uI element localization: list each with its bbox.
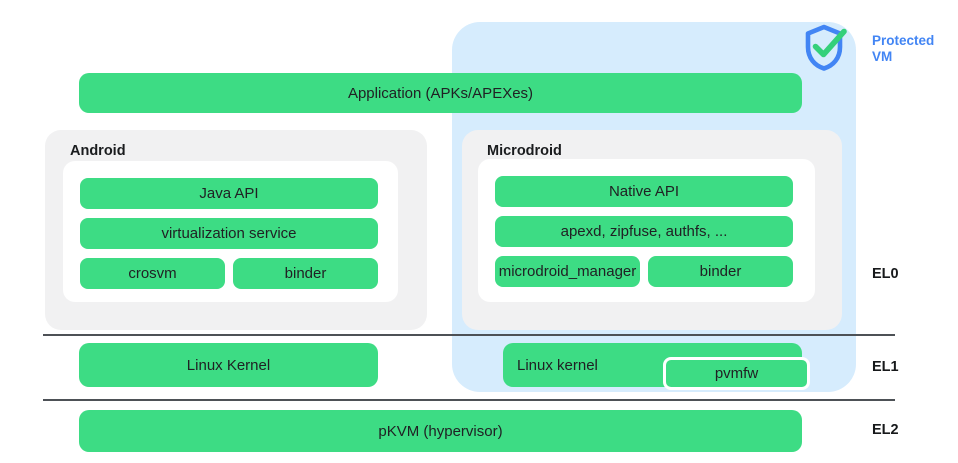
apexd-zipfuse-authfs-label: apexd, zipfuse, authfs, ...	[560, 223, 728, 240]
pvmfw-bar: pvmfw	[663, 357, 810, 390]
microdroid-binder-bar: binder	[648, 256, 793, 287]
java-api-label: Java API	[199, 185, 259, 202]
microdroid-group-title: Microdroid	[487, 143, 562, 159]
pkvm-hypervisor-label: pKVM (hypervisor)	[378, 422, 503, 440]
crosvm-bar: crosvm	[80, 258, 225, 289]
microdroid-group-box: Microdroid Native API apexd, zipfuse, au…	[462, 130, 842, 330]
android-group-box: Android Java API virtualization service …	[45, 130, 427, 330]
crosvm-label: crosvm	[128, 265, 177, 282]
android-linux-kernel-bar: Linux Kernel	[79, 343, 378, 387]
el0-el1-divider-line	[43, 334, 895, 336]
android-binder-bar: binder	[233, 258, 378, 289]
virtualization-service-label: virtualization service	[161, 225, 297, 242]
el1-label: EL1	[872, 359, 899, 375]
microdroid-linux-kernel-label: Linux kernel	[517, 356, 598, 374]
native-api-label: Native API	[608, 183, 680, 200]
el1-el2-divider-line	[43, 399, 895, 401]
pvmfw-label: pvmfw	[714, 365, 759, 382]
application-bar-label: Application (APKs/APEXes)	[347, 84, 534, 102]
el2-label: EL2	[872, 422, 899, 438]
microdroid-inner-box: Native API apexd, zipfuse, authfs, ... m…	[478, 159, 815, 302]
java-api-bar: Java API	[80, 178, 378, 209]
shield-check-icon	[803, 23, 849, 71]
application-bar: Application (APKs/APEXes)	[79, 73, 802, 113]
android-group-title: Android	[70, 143, 126, 159]
microdroid-manager-bar: microdroid_manager	[495, 256, 640, 287]
android-linux-kernel-label: Linux Kernel	[186, 356, 271, 374]
android-binder-label: binder	[284, 265, 327, 282]
virtualization-service-bar: virtualization service	[80, 218, 378, 249]
pkvm-hypervisor-bar: pKVM (hypervisor)	[79, 410, 802, 452]
microdroid-binder-label: binder	[699, 263, 742, 280]
apexd-zipfuse-authfs-bar: apexd, zipfuse, authfs, ...	[495, 216, 793, 247]
protected-vm-label: Protected VM	[872, 33, 935, 64]
android-inner-box: Java API virtualization service crosvm b…	[63, 161, 398, 302]
el0-label: EL0	[872, 266, 899, 282]
microdroid-manager-label: microdroid_manager	[498, 263, 637, 280]
native-api-bar: Native API	[495, 176, 793, 207]
